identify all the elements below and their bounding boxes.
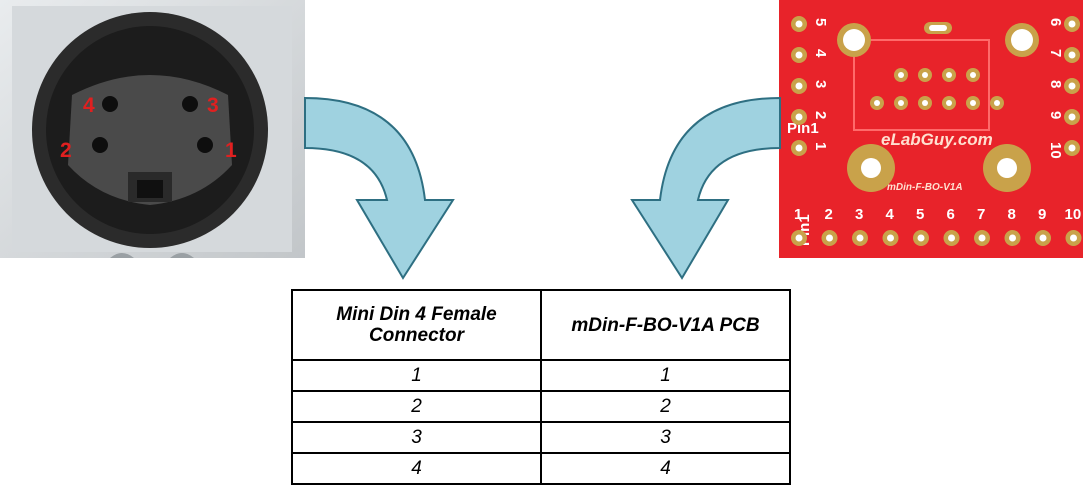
connector-pin-cell: 4 [291, 452, 542, 485]
curved-arrow-right [630, 96, 781, 280]
pin-mapping-table: Mini Din 4 Female Connector mDin-F-BO-V1… [291, 289, 791, 485]
bottom-pin-number: 4 [886, 206, 895, 223]
bottom-pin-number: 9 [1038, 206, 1046, 223]
bottom-pin-number: 1 [794, 206, 802, 223]
pin-label-4: 4 [83, 94, 95, 117]
pin-hole-4 [102, 96, 118, 112]
table-header-row: Mini Din 4 Female Connector mDin-F-BO-V1… [291, 289, 791, 361]
left-pin-number: 5 [812, 18, 829, 26]
header-pcb: mDin-F-BO-V1A PCB [540, 289, 791, 361]
connector-pin-cell: 3 [291, 421, 542, 454]
pin-hole-3 [182, 96, 198, 112]
bottom-pin-number: 5 [916, 206, 924, 223]
right-pin-number: 10 [1047, 142, 1064, 159]
pin-label-2: 2 [60, 139, 72, 162]
pcb-pin1-label-left: Pin1 [787, 120, 819, 137]
bottom-pin-number: 10 [1065, 206, 1082, 223]
connector-photo: 4 3 2 1 [0, 0, 305, 258]
bottom-pin-number: 2 [825, 206, 833, 223]
left-pin-number: 1 [812, 142, 829, 150]
pcb-photo: eLabGuy.com mDin-F-BO-V1A Pin1 Pin1 5432… [779, 0, 1083, 258]
arrow-to-table-left [304, 96, 455, 280]
pcb-part-label: mDin-F-BO-V1A [887, 182, 963, 193]
pin-hole-1 [197, 137, 213, 153]
pcb-pin-cell: 2 [540, 390, 791, 423]
curved-arrow-left [304, 96, 455, 280]
pcb-site-label: eLabGuy.com [881, 130, 993, 149]
right-pin-number: 6 [1047, 18, 1064, 26]
right-pin-number: 7 [1047, 49, 1064, 57]
bottom-pin-number: 3 [855, 206, 863, 223]
pcb-pin-cell: 4 [540, 452, 791, 485]
left-pin-number: 4 [812, 49, 829, 58]
header-connector: Mini Din 4 Female Connector [291, 289, 542, 361]
pcb-pin-cell: 3 [540, 421, 791, 454]
bottom-pin-number: 8 [1008, 206, 1016, 223]
arrow-to-table-right [630, 96, 781, 280]
left-pin-number: 3 [812, 80, 829, 88]
pcb-pin-cell: 1 [540, 359, 791, 392]
connector-pin-cell: 1 [291, 359, 542, 392]
bottom-pin-number: 6 [947, 206, 955, 223]
pin-hole-2 [92, 137, 108, 153]
pin-label-3: 3 [207, 94, 219, 117]
right-pin-number: 9 [1047, 111, 1064, 119]
bottom-pin-number: 7 [977, 206, 985, 223]
connector-pin-cell: 2 [291, 390, 542, 423]
right-pin-number: 8 [1047, 80, 1064, 88]
left-pin-number: 2 [812, 111, 829, 119]
pin-label-1: 1 [225, 139, 237, 162]
